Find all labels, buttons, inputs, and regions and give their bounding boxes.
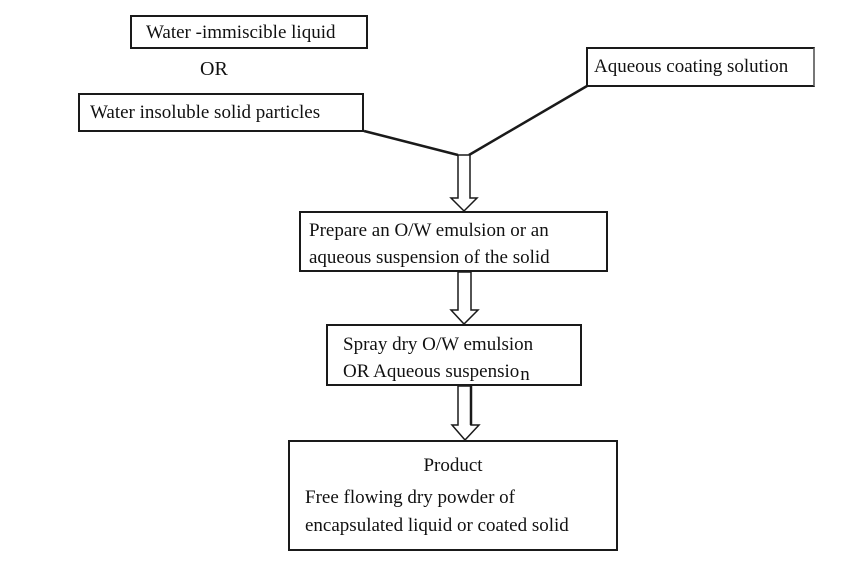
block-arrow-to-product: [450, 385, 481, 442]
box-line: Prepare an O/W emulsion or an: [309, 220, 549, 241]
box-water-immiscible-liquid: Water -immiscible liquid: [130, 15, 368, 49]
block-arrow-to-prepare: [449, 154, 479, 213]
box-product: Product Free flowing dry powder of encap…: [288, 440, 618, 551]
box-line: aqueous suspension of the solid: [309, 247, 550, 268]
product-title: Product: [423, 455, 483, 476]
box-water-insoluble-solid: Water insoluble solid particles: [78, 93, 364, 132]
or-label: OR: [200, 58, 228, 80]
box-line: Free flowing dry powder of: [305, 487, 516, 508]
box-aqueous-coating-solution: Aqueous coating solution: [586, 47, 815, 87]
box-line-text: OR Aqueous suspensio: [343, 361, 520, 382]
box-label: Water -immiscible liquid: [146, 22, 336, 43]
connector-coating-to-merge: [468, 84, 588, 157]
box-label: Water insoluble solid particles: [90, 102, 321, 123]
box-line: Spray dry O/W emulsion: [343, 334, 534, 355]
block-arrow-to-spray: [449, 271, 480, 326]
overlap-char: n: [520, 364, 530, 385]
connector-solid-to-merge: [363, 129, 459, 157]
box-prepare-emulsion: Prepare an O/W emulsion or an aqueous su…: [299, 211, 608, 272]
box-spray-dry: Spray dry O/W emulsion OR Aqueous suspen…: [326, 324, 582, 386]
box-label: Aqueous coating solution: [594, 56, 789, 77]
box-line: encapsulated liquid or coated solid: [305, 515, 569, 536]
